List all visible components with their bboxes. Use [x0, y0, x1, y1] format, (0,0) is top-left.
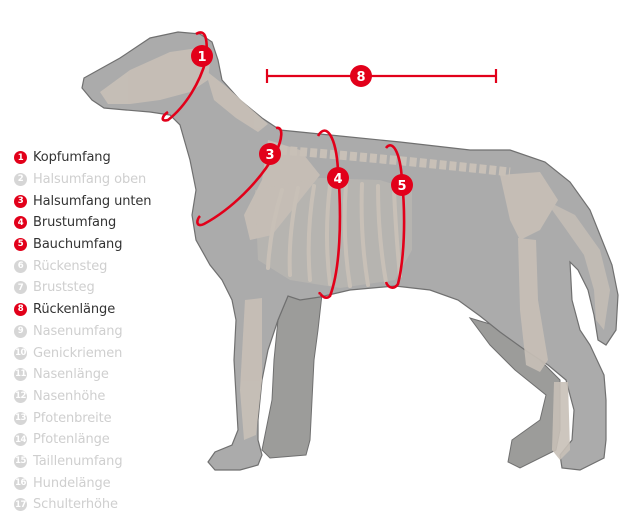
legend-label: Halsumfang unten	[33, 193, 152, 209]
ring-halsumfang-unten	[196, 126, 283, 227]
legend-label: Nasenhöhe	[33, 388, 106, 404]
legend-item-6[interactable]: 6 Rückensteg	[14, 255, 151, 277]
ring-bauchumfang	[384, 144, 406, 289]
legend-number-badge: 1	[14, 151, 27, 165]
marker-8[interactable]: 8	[350, 65, 372, 87]
legend-item-8[interactable]: 8 Rückenlänge	[14, 299, 151, 321]
legend-label: Pfotenlänge	[33, 432, 110, 448]
legend-item-13[interactable]: 13 Pfotenbreite	[14, 407, 151, 429]
legend-label: Halsumfang oben	[33, 172, 147, 188]
marker-1[interactable]: 1	[191, 45, 213, 67]
length-bar-rueckenlaenge	[265, 69, 498, 83]
legend-label: Nasenumfang	[33, 323, 123, 339]
legend-item-2[interactable]: 2 Halsumfang oben	[14, 169, 151, 191]
ring-brustumfang	[316, 129, 342, 299]
legend-number-badge: 7	[14, 281, 27, 295]
far-legs	[261, 293, 561, 469]
legend-item-7[interactable]: 7 Bruststeg	[14, 277, 151, 299]
ribs	[266, 182, 402, 288]
legend-item-16[interactable]: 16 Hundelänge	[14, 472, 151, 494]
legend-item-10[interactable]: 10 Genickriemen	[14, 342, 151, 364]
legend-number-badge: 5	[14, 238, 27, 252]
legend-number-badge: 2	[14, 173, 27, 187]
skeleton	[100, 48, 610, 460]
ring-kopfumfang	[161, 31, 208, 122]
legend-label: Kopfumfang	[33, 150, 111, 166]
legend-number-badge: 10	[14, 346, 27, 360]
legend-label: Schulterhöhe	[33, 497, 118, 513]
legend-number-badge: 13	[14, 411, 27, 425]
legend-label: Taillenumfang	[33, 453, 123, 469]
legend-label: Pfotenbreite	[33, 410, 112, 426]
legend-label: Genickriemen	[33, 345, 123, 361]
legend-number-badge: 6	[14, 259, 27, 273]
legend-label: Rückenlänge	[33, 302, 116, 318]
legend-item-15[interactable]: 15 Taillenumfang	[14, 451, 151, 473]
legend-number-badge: 4	[14, 216, 27, 230]
legend-item-1[interactable]: 1 Kopfumfang	[14, 147, 151, 169]
measurement-legend: 1 Kopfumfang 2 Halsumfang oben 3 Halsumfang u…	[14, 147, 152, 516]
legend-number-badge: 11	[14, 368, 27, 382]
legend-label: Bauchumfang	[33, 237, 123, 253]
spine	[279, 145, 511, 177]
legend-number-badge: 3	[14, 194, 27, 208]
legend-item-17[interactable]: 17 Schulterhöhe	[14, 494, 151, 516]
marker-3[interactable]: 3	[259, 143, 281, 165]
marker-3-label: 3	[265, 148, 274, 163]
marker-8-label: 8	[356, 70, 365, 85]
legend-label: Nasenlänge	[33, 367, 109, 383]
legend-label: Bruststeg	[33, 280, 95, 296]
marker-5-label: 5	[397, 179, 406, 194]
marker-4[interactable]: 4	[327, 167, 349, 189]
legend-number-badge: 8	[14, 303, 27, 317]
legend-label: Brustumfang	[33, 215, 117, 231]
legend-item-11[interactable]: 11 Nasenlänge	[14, 364, 151, 386]
legend-number-badge: 9	[14, 324, 27, 338]
marker-4-label: 4	[333, 172, 342, 187]
measurement-rings	[161, 31, 406, 299]
legend-item-4[interactable]: 4 Brustumfang	[14, 212, 151, 234]
legend-label: Hundelänge	[33, 475, 111, 491]
legend-item-9[interactable]: 9 Nasenumfang	[14, 321, 151, 343]
legend-item-14[interactable]: 14 Pfotenlänge	[14, 429, 151, 451]
dog-body-silhouette	[81, 31, 619, 471]
legend-number-badge: 15	[14, 454, 27, 468]
legend-item-5[interactable]: 5 Bauchumfang	[14, 234, 151, 256]
marker-5[interactable]: 5	[391, 174, 413, 196]
legend-number-badge: 12	[14, 389, 27, 403]
legend-item-3[interactable]: 3 Halsumfang unten	[14, 190, 152, 212]
marker-1-label: 1	[197, 50, 206, 65]
legend-number-badge: 17	[14, 498, 27, 512]
legend-number-badge: 16	[14, 476, 27, 490]
legend-item-12[interactable]: 12 Nasenhöhe	[14, 386, 151, 408]
legend-number-badge: 14	[14, 433, 27, 447]
legend-label: Rückensteg	[33, 258, 108, 274]
